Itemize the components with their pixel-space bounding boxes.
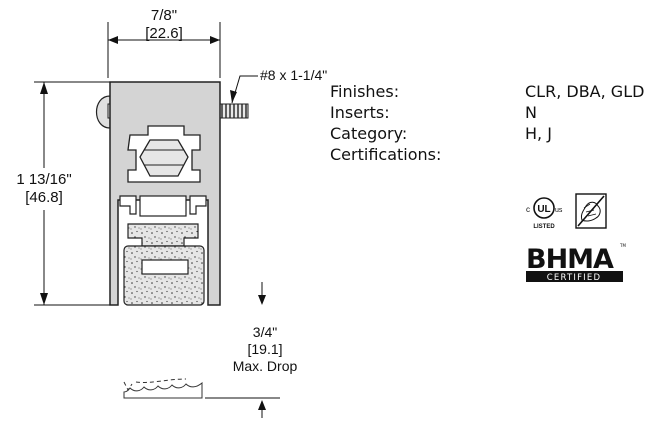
insert-profile bbox=[123, 223, 205, 306]
svg-text:us: us bbox=[555, 207, 563, 214]
spec-value-inserts: N bbox=[525, 103, 537, 122]
drop-fraction-label: 3/4" bbox=[253, 324, 277, 340]
height-fraction-label: 1 13/16" bbox=[16, 171, 71, 188]
width-metric-label: [22.6] bbox=[145, 25, 183, 42]
drop-caption-label: Max. Drop bbox=[233, 358, 298, 374]
svg-text:c: c bbox=[526, 205, 530, 214]
screw-callout: #8 x 1-1/4" bbox=[230, 67, 327, 104]
ul-listed-icon: c UL us LISTED bbox=[526, 197, 563, 230]
svg-text:TM: TM bbox=[619, 243, 626, 248]
svg-text:UL: UL bbox=[537, 204, 550, 215]
drop-metric-label: [19.1] bbox=[247, 341, 282, 357]
height-metric-label: [46.8] bbox=[25, 189, 63, 206]
bhma-certified-icon: BHMA TM CERTIFIED bbox=[526, 243, 626, 283]
spec-label-finishes: Finishes: bbox=[330, 82, 400, 101]
drop-dimension: 3/4" [19.1] Max. Drop bbox=[205, 282, 297, 418]
spec-label-category: Category: bbox=[330, 124, 408, 143]
height-dimension: 1 13/16" [46.8] bbox=[4, 81, 112, 306]
spec-label-inserts: Inserts: bbox=[330, 103, 390, 122]
no-pollen-icon bbox=[575, 193, 607, 229]
width-fraction-label: 7/8" bbox=[151, 7, 177, 24]
floor-sketch bbox=[123, 378, 203, 399]
svg-text:CERTIFIED: CERTIFIED bbox=[547, 273, 601, 283]
spec-value-category: H, J bbox=[525, 124, 552, 143]
svg-text:BHMA: BHMA bbox=[526, 244, 614, 275]
housing-profile bbox=[109, 81, 221, 306]
certification-marks: c UL us LISTED BHMA TM CERTIFIED bbox=[526, 193, 626, 283]
spec-value-finishes: CLR, DBA, GLD bbox=[525, 82, 645, 101]
width-dimension: 7/8" [22.6] bbox=[107, 7, 221, 78]
svg-text:LISTED: LISTED bbox=[533, 224, 555, 230]
spec-label-certifications: Certifications: bbox=[330, 145, 442, 164]
screw-spec-label: #8 x 1-1/4" bbox=[260, 67, 327, 83]
